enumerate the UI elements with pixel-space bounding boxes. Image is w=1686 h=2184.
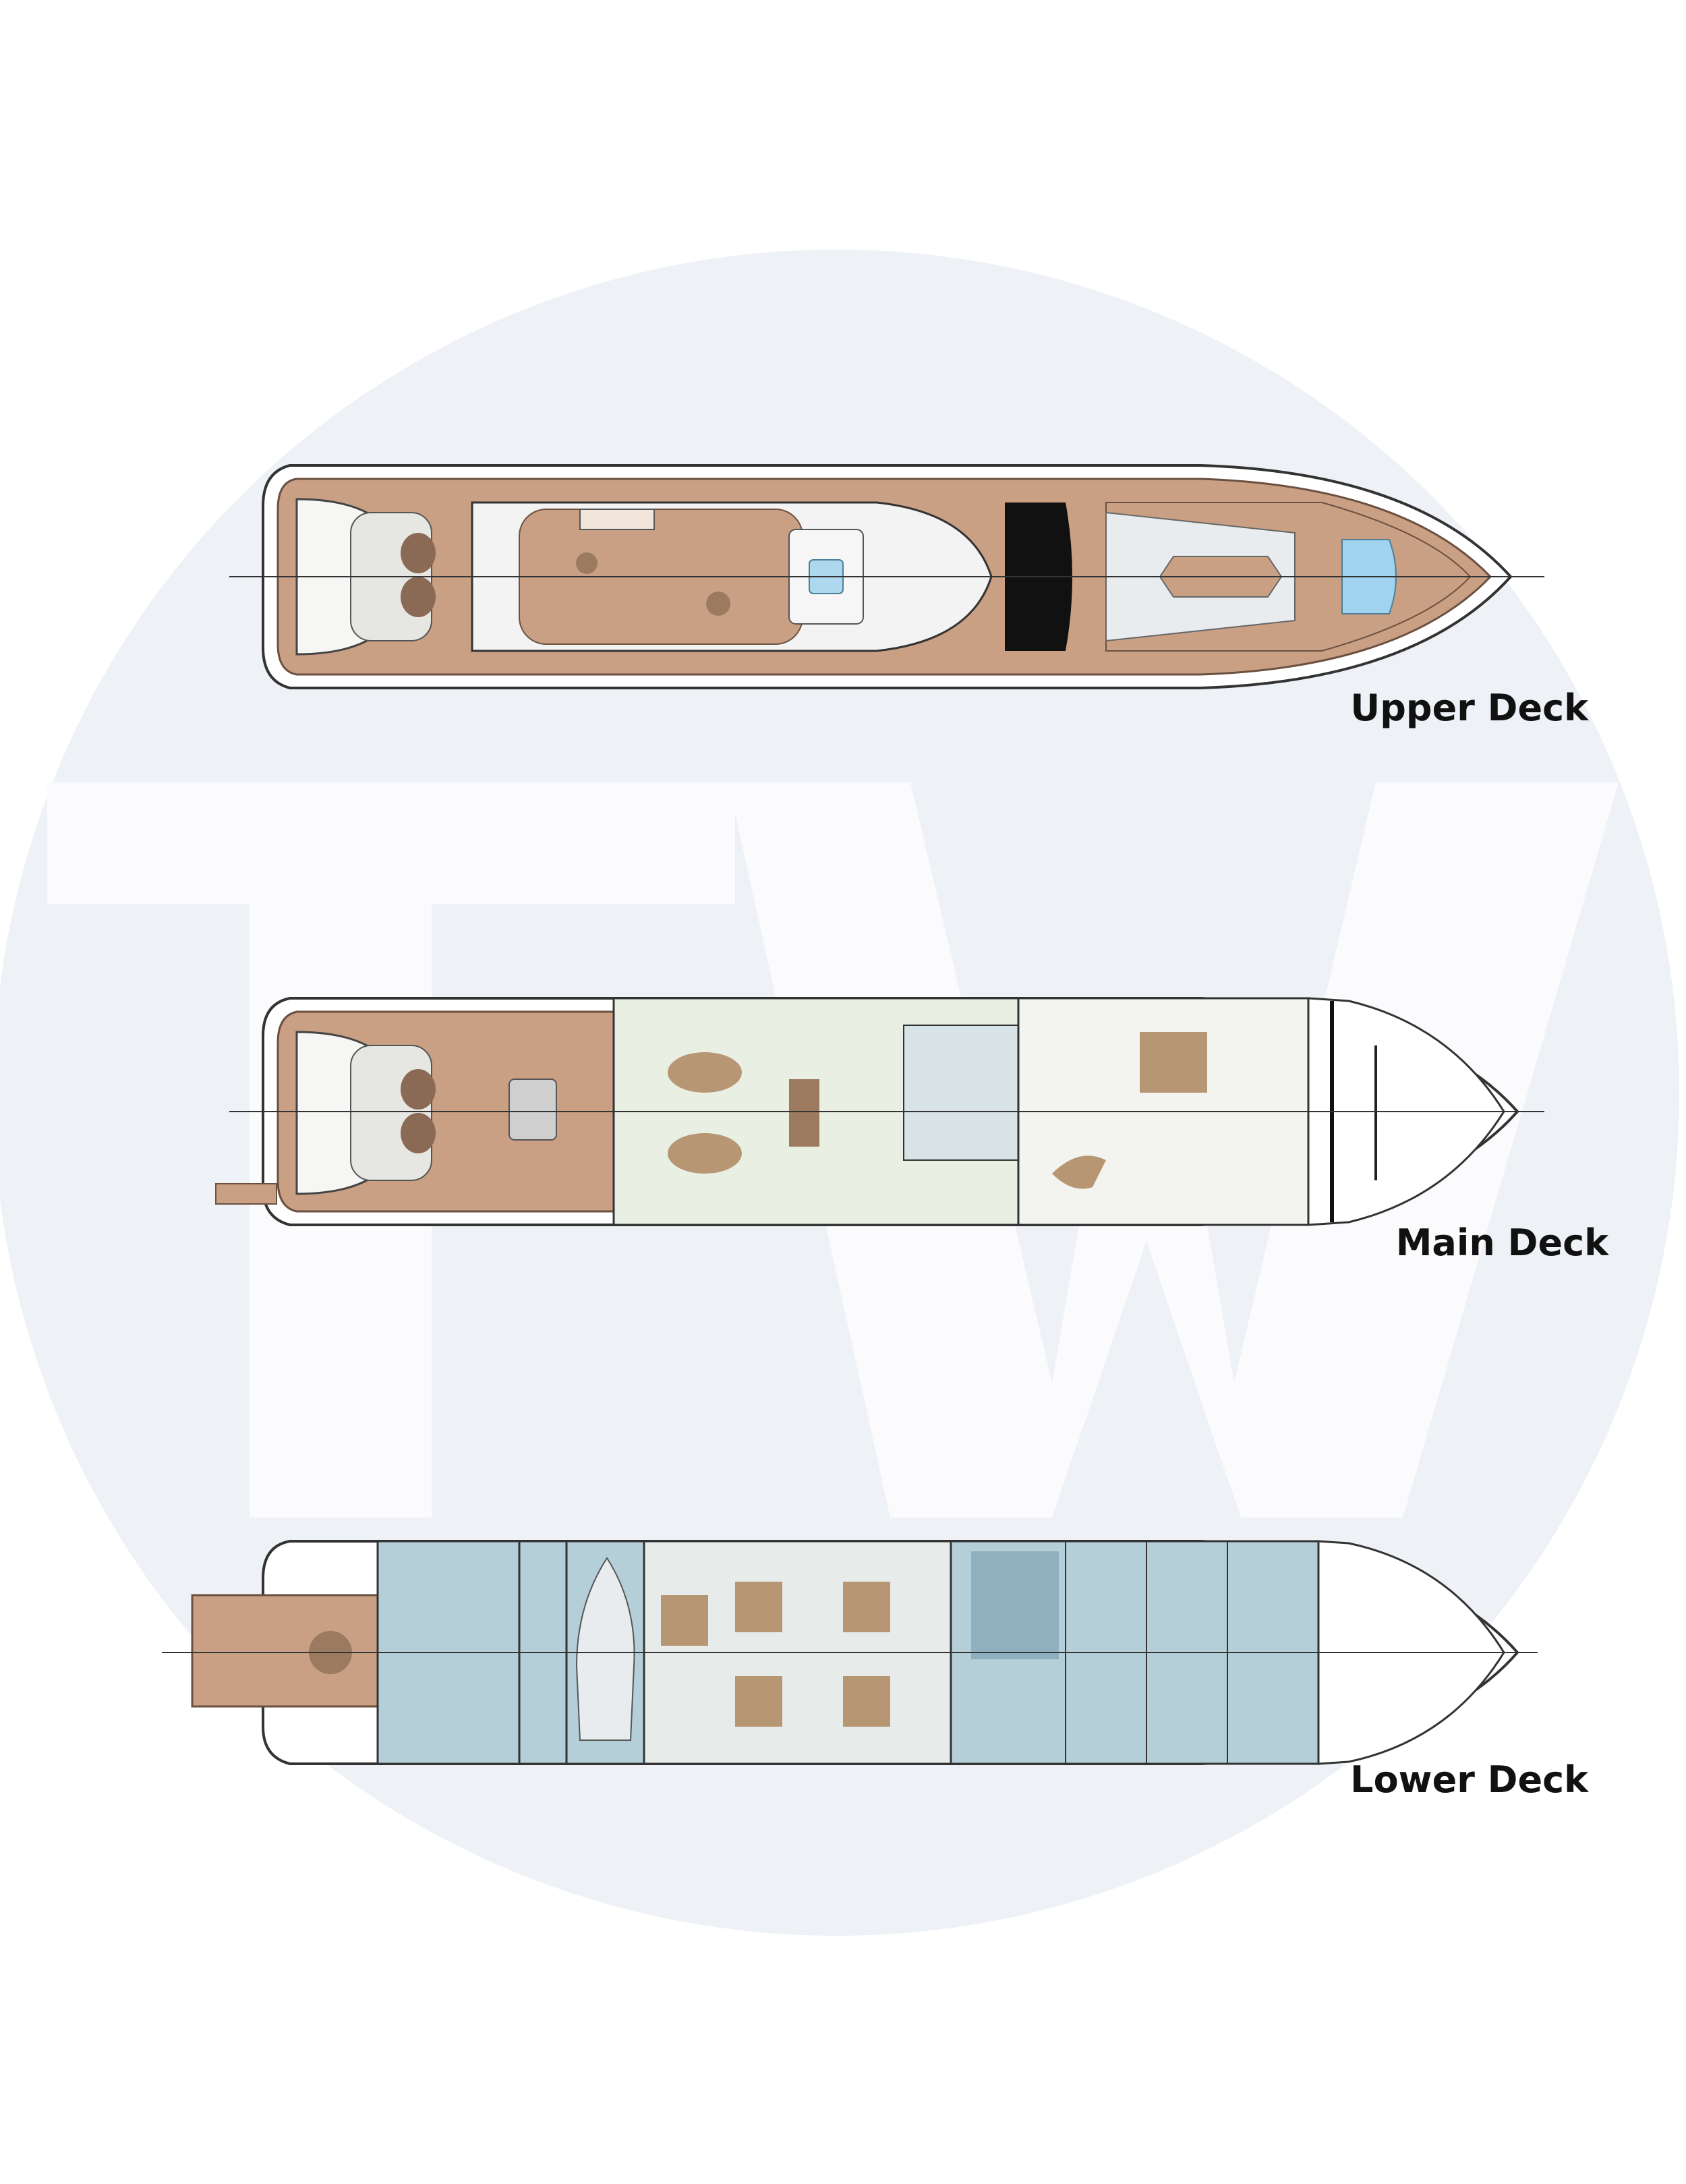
main-aft-sofa (350, 1045, 432, 1181)
main-saloon-sofa (668, 1052, 742, 1093)
lower-cabin-bed (735, 1676, 782, 1727)
main-saloon-dining (789, 1079, 819, 1147)
lower-deck-plan (162, 1540, 1538, 1765)
upper-stairs (579, 509, 655, 530)
main-dining-table (508, 1079, 557, 1141)
main-aft-table (401, 1069, 436, 1110)
lower-cabin-bed (661, 1595, 708, 1646)
lower-tender-boat (575, 1557, 635, 1741)
upper-aft-table (401, 577, 436, 617)
upper-deck-plan (229, 464, 1544, 689)
main-aft-table (401, 1113, 436, 1153)
lower-cabin-bed (843, 1676, 890, 1727)
main-stair-lobby (903, 1025, 1019, 1161)
upper-aft-table (401, 533, 436, 573)
upper-round-table (576, 552, 598, 574)
main-swim-platform (215, 1183, 277, 1205)
main-saloon-sofa (668, 1133, 742, 1174)
upper-deck-label: Upper Deck (1350, 687, 1588, 729)
main-owner-bed (1140, 1032, 1207, 1093)
upper-round-table (706, 592, 730, 616)
main-deck-plan (215, 997, 1544, 1226)
main-deck-label: Main Deck (1395, 1222, 1608, 1264)
lower-cabin-bed (843, 1582, 890, 1632)
lower-deck-label: Lower Deck (1350, 1758, 1588, 1801)
lower-crew-mess (971, 1551, 1059, 1659)
main-owner-chaise (1052, 1155, 1106, 1189)
lower-cabin-bed (735, 1582, 782, 1632)
